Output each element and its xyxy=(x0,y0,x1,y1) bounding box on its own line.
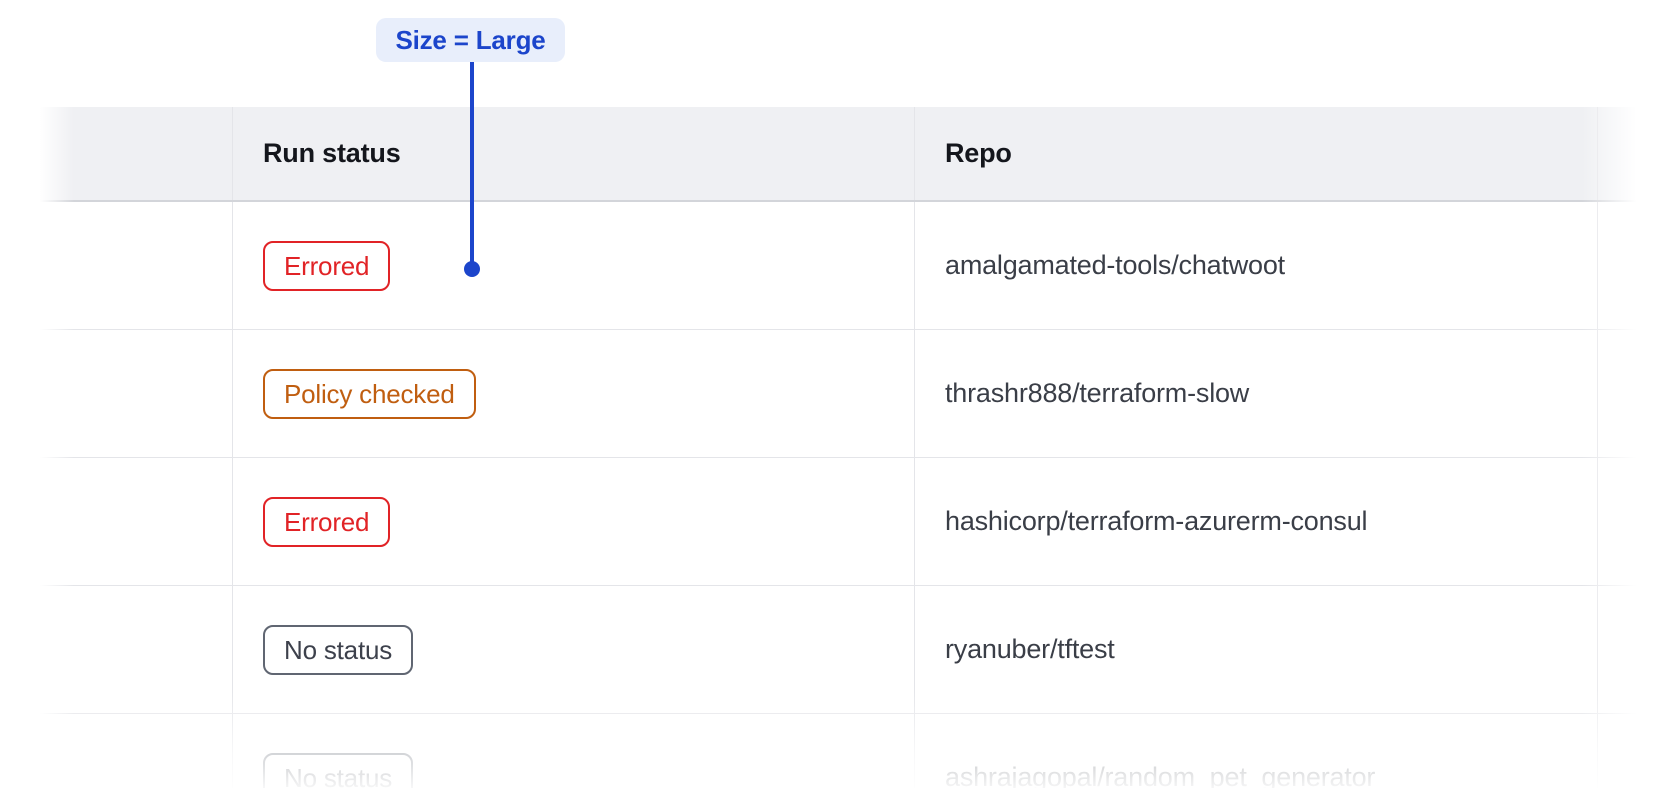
row-leading-cell xyxy=(40,330,233,457)
annotation-pill: Size = Large xyxy=(376,18,565,62)
row-leading-cell xyxy=(40,586,233,713)
run-status-cell: No status xyxy=(233,714,915,788)
repo-name: amalgamated-tools/chatwoot xyxy=(945,250,1285,280)
repo-cell: thrashr888/terraform-slow xyxy=(915,330,1598,457)
header-repo: Repo xyxy=(915,107,1598,200)
header-leading-cell xyxy=(40,107,233,200)
table-header-row: Run status Repo xyxy=(40,107,1645,202)
repo-cell: ryanuber/tftest xyxy=(915,586,1598,713)
run-status-cell: Policy checked xyxy=(233,330,915,457)
row-trailing-cell xyxy=(1598,330,1645,457)
row-trailing-cell xyxy=(1598,714,1645,788)
run-status-cell: No status xyxy=(233,586,915,713)
status-badge: Policy checked xyxy=(263,368,476,419)
table-row[interactable]: Errored hashicorp/terraform-azurerm-cons… xyxy=(40,458,1645,586)
repo-name: hashicorp/terraform-azurerm-consul xyxy=(945,506,1368,536)
repo-name: ashrajagopal/random_pet_generator xyxy=(945,762,1376,788)
repo-cell: hashicorp/terraform-azurerm-consul xyxy=(915,458,1598,585)
annotation-connector-line xyxy=(470,62,474,262)
table-row[interactable]: Policy checked thrashr888/terraform-slow xyxy=(40,330,1645,458)
run-status-cell: Errored xyxy=(233,458,915,585)
annotation-dot xyxy=(464,261,480,277)
status-badge: No status xyxy=(263,752,414,788)
status-badge: Errored xyxy=(263,496,391,547)
row-trailing-cell xyxy=(1598,586,1645,713)
row-trailing-cell xyxy=(1598,458,1645,585)
runs-table: Run status Repo Errored amalgamated-tool… xyxy=(40,107,1645,788)
repo-name: thrashr888/terraform-slow xyxy=(945,378,1250,408)
header-trailing-cell xyxy=(1598,107,1645,200)
header-run-status: Run status xyxy=(233,107,915,200)
run-status-cell: Errored xyxy=(233,202,915,329)
status-badge: Errored xyxy=(263,240,391,291)
row-leading-cell xyxy=(40,714,233,788)
repo-name: ryanuber/tftest xyxy=(945,634,1115,664)
row-leading-cell xyxy=(40,202,233,329)
repo-column-label: Repo xyxy=(945,138,1012,168)
repo-cell: amalgamated-tools/chatwoot xyxy=(915,202,1598,329)
repo-cell: ashrajagopal/random_pet_generator xyxy=(915,714,1598,788)
status-badge: No status xyxy=(263,624,414,675)
table-row[interactable]: Errored amalgamated-tools/chatwoot xyxy=(40,202,1645,330)
table-row[interactable]: No status ashrajagopal/random_pet_genera… xyxy=(40,714,1645,788)
row-leading-cell xyxy=(40,458,233,585)
table-row[interactable]: No status ryanuber/tftest xyxy=(40,586,1645,714)
row-trailing-cell xyxy=(1598,202,1645,329)
run-status-column-label: Run status xyxy=(263,138,401,168)
